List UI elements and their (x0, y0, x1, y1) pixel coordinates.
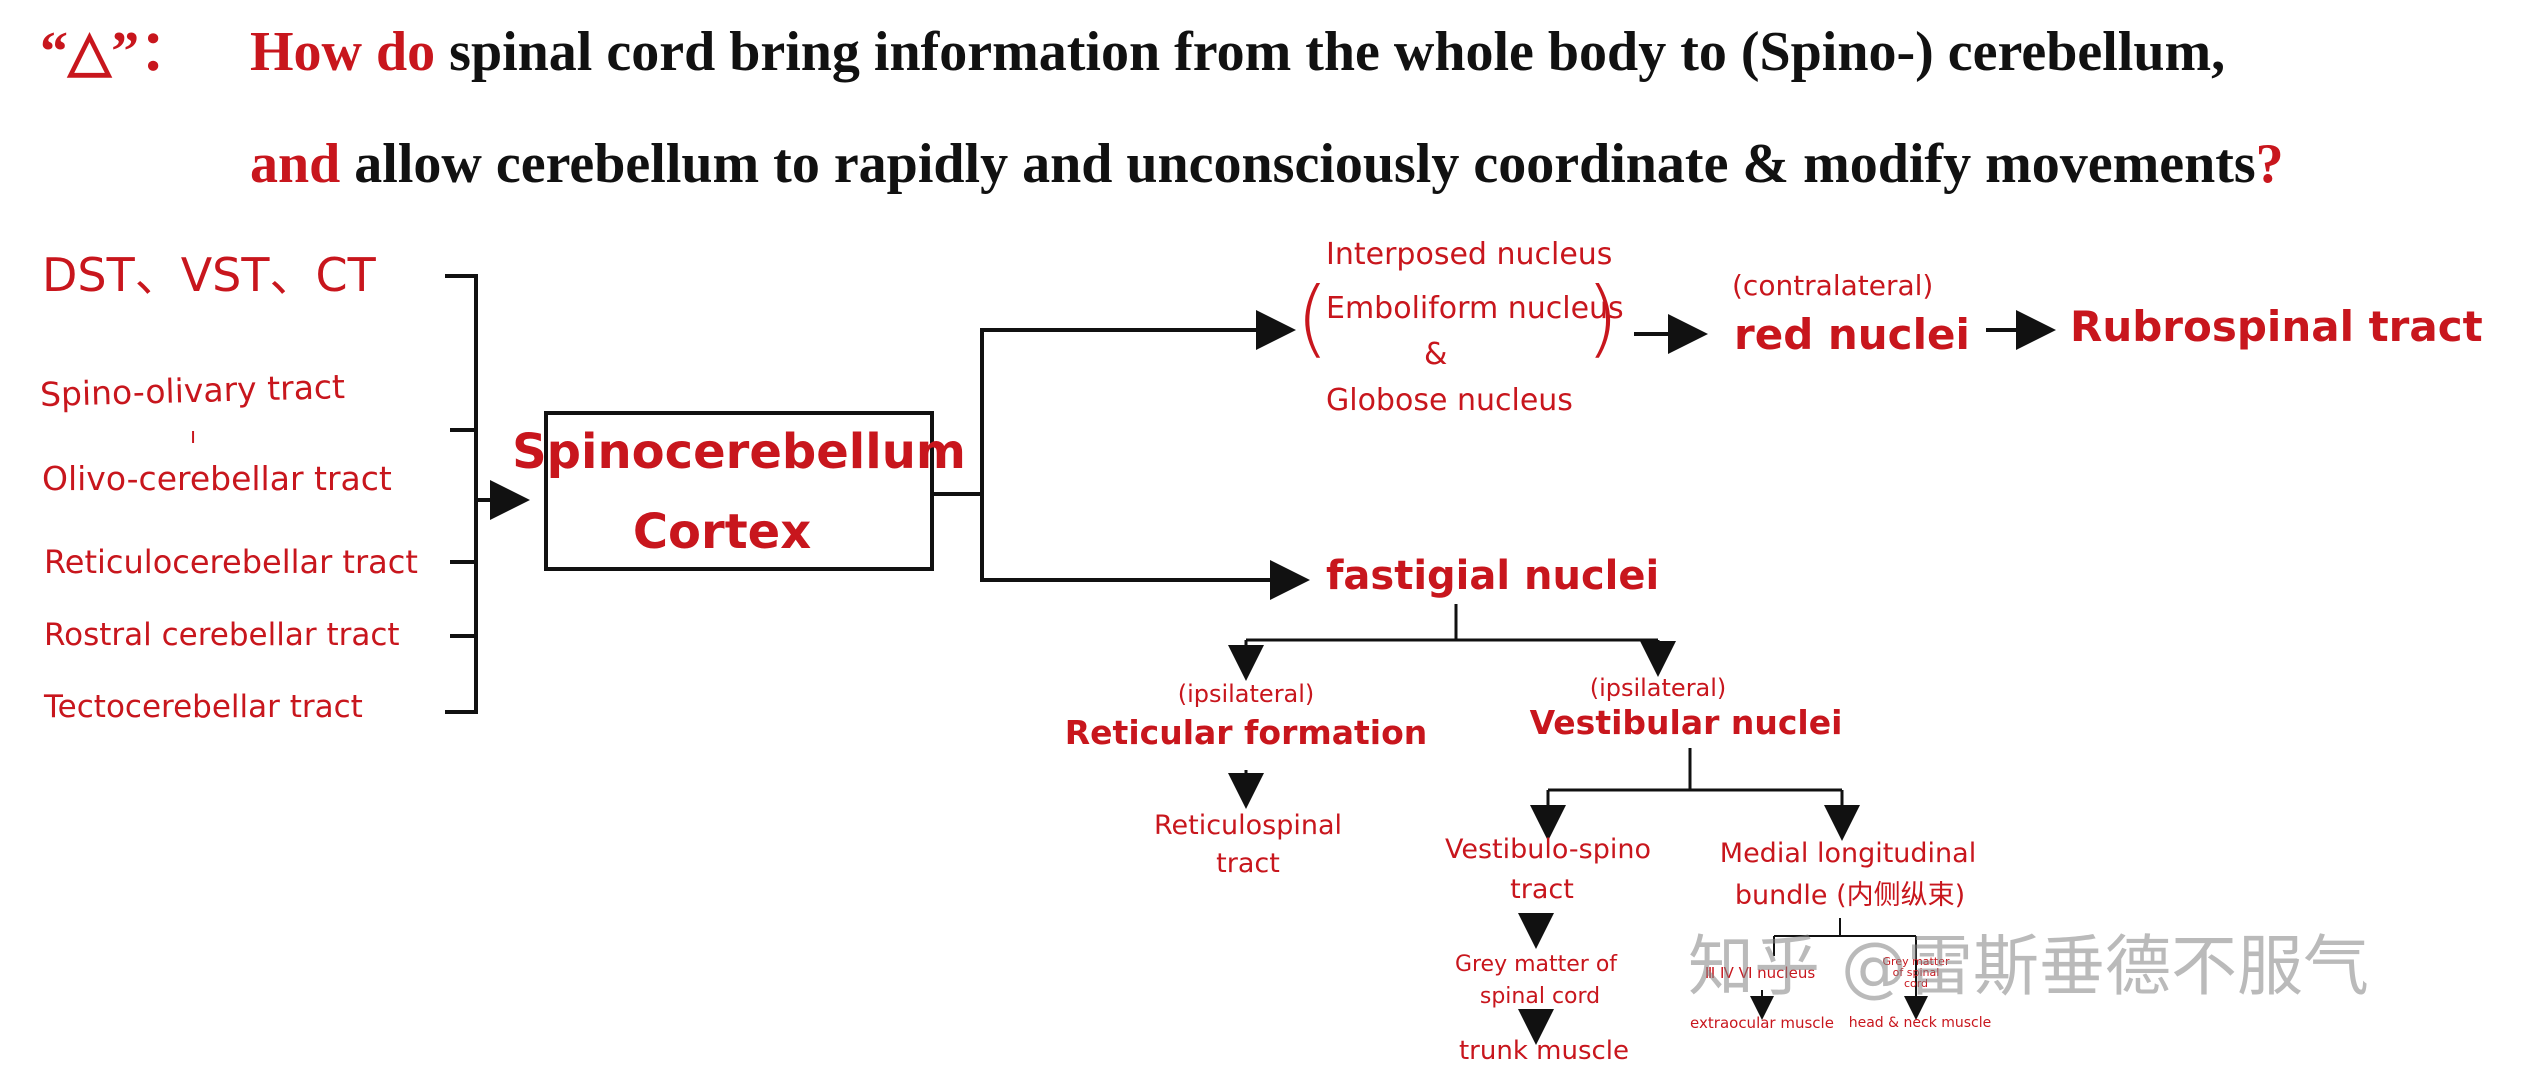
title-and: and (250, 133, 341, 195)
title-line-1: “△”： (40, 24, 195, 80)
title-how-do: How do (250, 21, 436, 83)
label-extraocular-muscle: extraocular muscle (1690, 1014, 1834, 1032)
label-vestibulo-spino: Vestibulo-spino (1445, 834, 1651, 865)
input-bracket (445, 274, 478, 714)
label-grey-matter-cord: Grey matter of spinal cord (1882, 955, 1950, 990)
label-ampersand: & (1424, 337, 1448, 372)
label-spinocerebellum: Spinocerebellum (512, 424, 966, 480)
title-line-1-text: How do spinal cord bring information fro… (250, 24, 2225, 80)
label-cranial-nucleus: Ⅲ Ⅳ Ⅵ nucleus (1704, 964, 1816, 982)
label-dst-vst-ct: DST、VST、CT (42, 248, 376, 302)
spinocerebellum-cortex-box (544, 411, 934, 571)
label-vestibular-ipsilateral: (ipsilateral) (1589, 674, 1727, 702)
label-vestibulo-spino-tract: tract (1510, 874, 1574, 905)
label-olivo-cerebellar: Olivo-cerebellar tract (42, 459, 392, 498)
label-reticular-ipsilateral: (ipsilateral) (1177, 680, 1315, 708)
label-red-nuclei: red nuclei (1734, 310, 1970, 359)
label-spinal-cord: spinal cord (1479, 984, 1601, 1009)
paren-right: ) (1586, 269, 1619, 367)
label-reticular-formation: Reticular formation (1064, 713, 1428, 752)
label-interposed-nucleus: Interposed nucleus (1326, 237, 1613, 272)
label-cortex: Cortex (632, 504, 812, 560)
title-line2-rest: allow cerebellum to rapidly and unconsci… (340, 133, 2256, 195)
label-rubrospinal-tract: Rubrospinal tract (2070, 302, 2483, 351)
label-grey-matter: Grey matter of (1454, 952, 1618, 977)
paren-left: ( (1296, 269, 1329, 367)
label-bundle: bundle (内侧纵束) (1734, 880, 1966, 911)
title-marker: “△”： (40, 21, 196, 83)
label-reticulospinal: Reticulospinal (1153, 810, 1343, 841)
label-trunk-muscle: trunk muscle (1458, 1036, 1630, 1066)
label-medial-longitudinal: Medial longitudinal (1719, 838, 1977, 869)
title-line1-rest: spinal cord bring information from the w… (435, 21, 2226, 83)
label-reticulocerebellar: Reticulocerebellar tract (44, 543, 418, 581)
label-vestibular-nuclei: Vestibular nuclei (1529, 703, 1843, 742)
label-tectocerebellar: Tectocerebellar tract (44, 689, 363, 725)
label-reticulospinal-tract: tract (1216, 848, 1280, 879)
label-emboliform-nucleus: Emboliform nucleus (1326, 291, 1624, 326)
label-fastigial-nuclei: fastigial nuclei (1326, 553, 1660, 599)
label-tick-mark: ı (190, 424, 197, 449)
title-line-2: and allow cerebellum to rapidly and unco… (250, 136, 2284, 192)
label-rostral-cerebellar: Rostral cerebellar tract (44, 617, 400, 653)
label-spino-olivary: Spino-olivary tract (39, 367, 346, 414)
label-head-neck-muscle: head & neck muscle (1848, 1015, 1992, 1031)
watermark: 知乎 @雷斯垂德不服气 (1688, 928, 2369, 1005)
label-globose-nucleus: Globose nucleus (1326, 383, 1573, 418)
label-contralateral: (contralateral) (1732, 269, 1934, 302)
title-question-mark: ? (2255, 133, 2284, 195)
